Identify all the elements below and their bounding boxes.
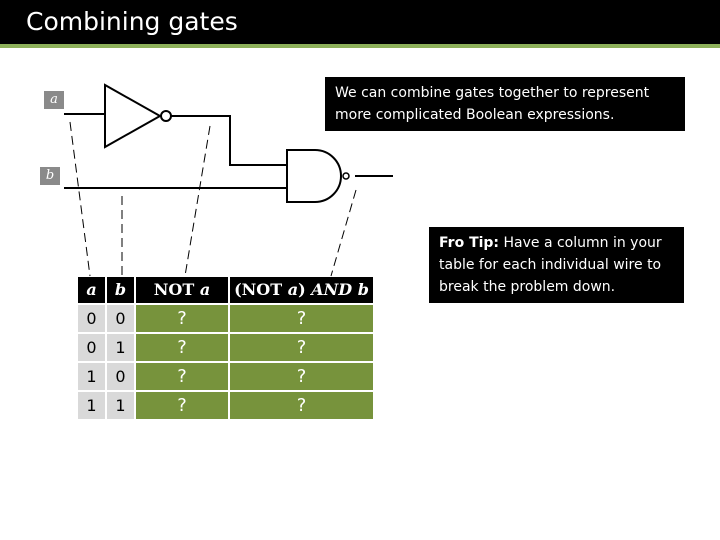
cell-not-a: ?	[136, 392, 228, 419]
cell-not-a: ?	[136, 334, 228, 361]
not-gate	[104, 83, 163, 149]
cell-a: 0	[78, 305, 105, 332]
header-not-a: NOT a	[136, 277, 228, 303]
cell-expression: ?	[230, 392, 373, 419]
wire-not-a	[171, 115, 287, 166]
combine-callout: We can combine gates together to represe…	[325, 77, 685, 131]
header-a: a	[78, 277, 105, 303]
cell-b: 0	[107, 363, 134, 390]
guide-not-a	[184, 125, 211, 277]
cell-not-a: ?	[136, 305, 228, 332]
cell-not-a: ?	[136, 363, 228, 390]
tip-text: Have a column in your table for each ind…	[439, 235, 662, 295]
header-expression: (NOT a) AND b	[230, 277, 373, 303]
cell-expression: ?	[230, 363, 373, 390]
guide-a	[69, 121, 91, 277]
cell-b: 1	[107, 392, 134, 419]
cell-expression: ?	[230, 334, 373, 361]
guide-output	[330, 189, 357, 277]
cell-a: 0	[78, 334, 105, 361]
tip-label: Fro Tip:	[439, 235, 500, 251]
cell-a: 1	[78, 392, 105, 419]
not-gate-bubble	[160, 110, 172, 122]
cell-b: 1	[107, 334, 134, 361]
cell-a: 1	[78, 363, 105, 390]
title-rule	[0, 44, 720, 48]
and-gate	[286, 149, 342, 203]
input-label-b: b	[40, 167, 60, 185]
input-label-a: a	[44, 91, 64, 109]
cell-expression: ?	[230, 305, 373, 332]
and-output-dot	[342, 172, 350, 180]
title-bar: Combining gates	[0, 0, 720, 44]
slide-title: Combining gates	[26, 7, 238, 36]
header-b: b	[107, 277, 134, 303]
pro-tip-callout: Fro Tip: Have a column in your table for…	[429, 227, 684, 303]
cell-b: 0	[107, 305, 134, 332]
